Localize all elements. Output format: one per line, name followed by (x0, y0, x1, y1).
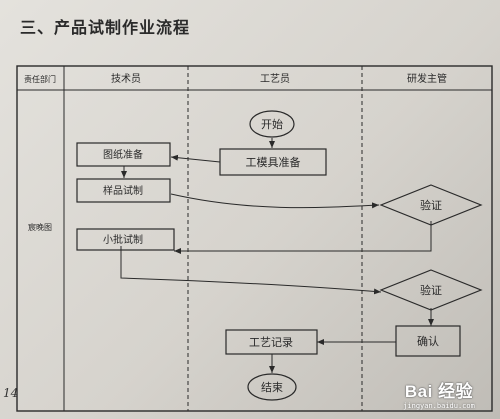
verify-diamond-1 (379, 184, 483, 226)
tooling-prep-label: 工模具准备 (246, 155, 301, 169)
watermark-logo: Bai 经验 (404, 382, 474, 401)
process-record-box (225, 329, 318, 355)
verify-diamond-2 (379, 269, 483, 311)
watermark-url: jingyan.baidu.com (403, 402, 475, 410)
lane-header-technician: 技术员 (111, 72, 141, 85)
connector-lines (120, 138, 434, 373)
verify-1-label: 验证 (420, 198, 442, 212)
tooling-prep-box (219, 148, 327, 176)
lane-header-rd-supervisor: 研发主管 (407, 72, 447, 85)
sample-trial-box (76, 178, 171, 203)
sample-trial-label: 样品试制 (103, 184, 143, 197)
watermark: Bai 经验 jingyan.baidu.com (384, 377, 494, 417)
page-heading: 三、产品试制作业流程 (20, 18, 191, 37)
corner-header: 责任部门 (24, 74, 56, 84)
lane-header-process-engineer: 工艺员 (260, 73, 290, 85)
verify-2-label: 验证 (420, 283, 442, 297)
swimlane-table (16, 65, 493, 412)
arrow-verify-to-small-batch (174, 221, 432, 254)
start-terminator (249, 110, 295, 138)
table-border (16, 65, 493, 412)
row-label: 宸晚图 (28, 222, 52, 232)
confirm-box (395, 325, 461, 357)
end-terminator (247, 373, 297, 401)
arrow-sample-to-verify (170, 193, 380, 209)
arrow-small-batch-to-verify (120, 246, 382, 295)
drawing-prep-box (76, 142, 171, 167)
drawing-prep-label: 图纸准备 (103, 148, 143, 161)
page-number: 14 (3, 386, 19, 400)
arrow-tooling-to-drawing (170, 154, 221, 163)
small-batch-label: 小批试制 (103, 233, 143, 246)
confirm-label: 确认 (417, 335, 439, 348)
end-label: 结束 (261, 381, 283, 394)
start-label: 开始 (261, 117, 283, 131)
process-record-label: 工艺记录 (249, 336, 293, 349)
flow-nodes (76, 110, 483, 401)
small-batch-box (76, 228, 175, 251)
